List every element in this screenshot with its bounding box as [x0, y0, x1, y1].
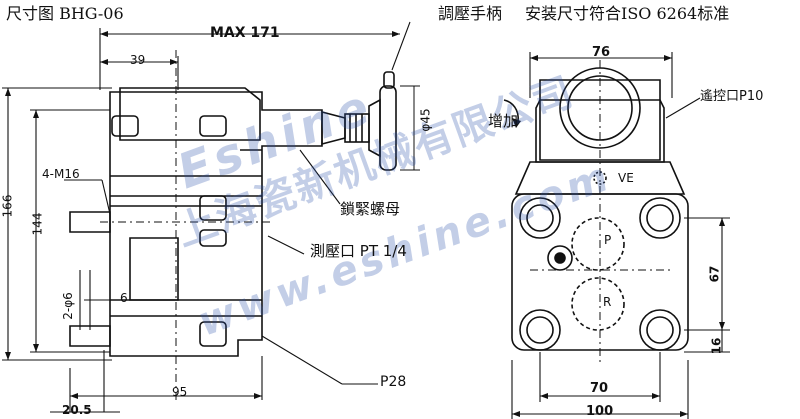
dimension-phi6: 2-φ6	[60, 292, 75, 320]
handle-label: 調壓手柄	[438, 4, 503, 23]
front-view-body	[511, 60, 689, 366]
dimension-100: 100	[586, 404, 614, 419]
dimension-144: 144	[30, 212, 45, 236]
standard-note: 安装尺寸符合ISO 6264标准	[525, 4, 730, 23]
dimension-76: 76	[592, 45, 611, 60]
gauge-port-label: 測壓口 PT 1/4	[310, 242, 407, 260]
side-view-body	[69, 50, 323, 400]
side-dimensions	[2, 21, 411, 413]
dimension-16: 16	[709, 337, 724, 355]
thread-label: 4-M16	[42, 167, 80, 181]
p28-label: P28	[380, 374, 407, 390]
max-length-label: MAX 171	[210, 25, 280, 41]
dimension-39: 39	[130, 53, 146, 67]
dimension-70: 70	[590, 381, 609, 396]
dimension-20-5: 20.5	[62, 403, 92, 417]
dimension-6: 6	[120, 291, 128, 305]
remote-port-label: 遙控口P10	[700, 89, 764, 104]
dimension-166: 166	[0, 194, 15, 218]
port-p-label: P	[604, 233, 612, 247]
ve-label: VE	[618, 171, 634, 185]
dimension-95: 95	[172, 385, 188, 399]
lock-nut-label: 鎖緊螺母	[340, 200, 401, 218]
drawing-title: 尺寸图 BHG-06	[6, 4, 124, 23]
port-r-label: R	[603, 295, 612, 309]
dimension-phi45: φ45	[418, 108, 433, 132]
adjust-handle	[321, 71, 420, 171]
increase-label: 增加	[488, 112, 519, 130]
dimension-67: 67	[707, 265, 722, 283]
front-dimensions	[511, 52, 730, 419]
